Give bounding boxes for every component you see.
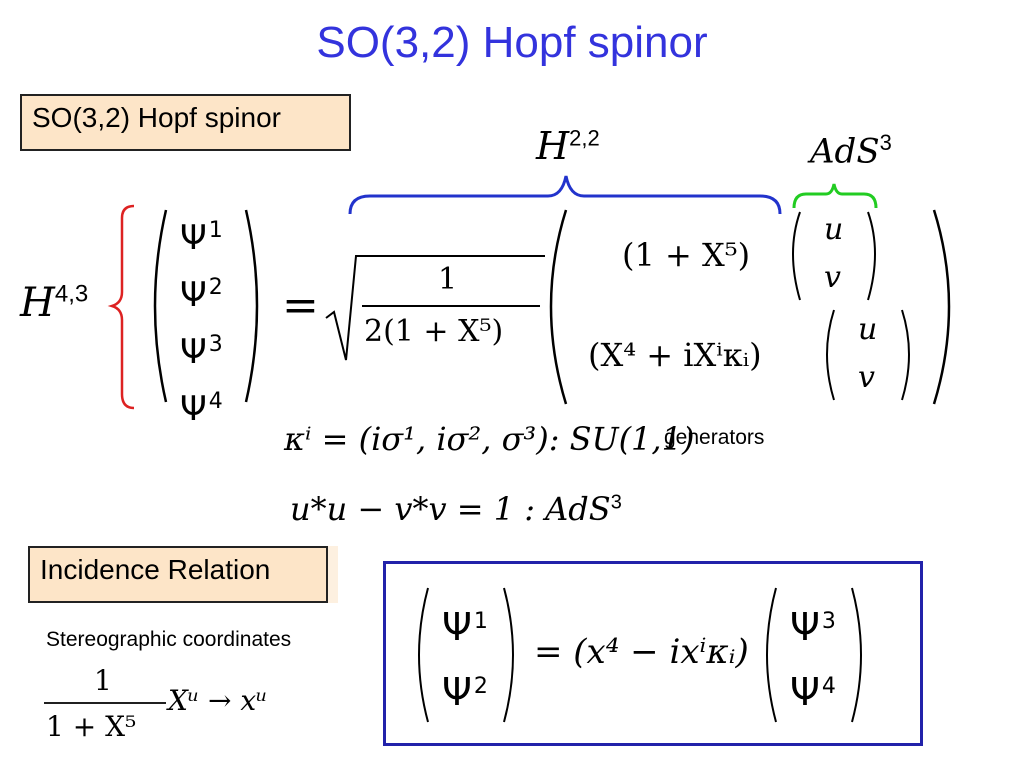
- psi-4: Ψ4: [180, 389, 223, 429]
- uv2-left-paren: [826, 309, 835, 401]
- inc-right-paren-a: [503, 587, 514, 723]
- big-left-paren: [549, 209, 568, 405]
- inc-psi-2: Ψ2: [442, 670, 488, 714]
- inc-psi-3: Ψ3: [790, 605, 836, 649]
- uv2-right-paren: [901, 309, 910, 401]
- inc-right-paren-b: [851, 587, 862, 723]
- lhs-space: H4,3: [20, 280, 89, 326]
- ads-formula: u*u − v*v = 1 : AdS3: [290, 490, 622, 528]
- psi-column: Ψ1 Ψ2 Ψ3 Ψ4: [180, 206, 223, 434]
- row1-coefficient: (1 + X⁵): [622, 236, 751, 274]
- brace-label-ads3: AdS3: [810, 130, 892, 172]
- inc-left-paren-a: [418, 587, 429, 723]
- slide-title: SO(3,2) Hopf spinor: [316, 18, 708, 67]
- incidence-label: Incidence Relation: [40, 554, 271, 585]
- kappa-formula: κⁱ = (iσ¹, iσ², σ³): SU(1,1): [284, 420, 695, 458]
- uv1-bottom: v: [824, 260, 841, 295]
- main-equals: =: [282, 280, 319, 331]
- incidence-left-column: Ψ1 Ψ2: [442, 592, 488, 722]
- red-curly-brace: [107, 204, 135, 410]
- frac-numerator: 1: [438, 262, 458, 297]
- inc-psi-1: Ψ1: [442, 605, 488, 649]
- generators-note: generators: [664, 426, 765, 449]
- green-horizontal-brace: [792, 183, 878, 209]
- incidence-equation-frame: [383, 561, 923, 746]
- stereo-mapping: Xᵘ → xᵘ: [168, 684, 268, 717]
- sqrt-sign: [325, 255, 545, 361]
- incidence-right-column: Ψ3 Ψ4: [790, 592, 836, 722]
- uv1-top: u: [824, 212, 844, 247]
- uv2-bottom: v: [858, 360, 875, 395]
- spinor-label: SO(3,2) Hopf spinor: [32, 102, 281, 133]
- uv1-left-paren: [792, 211, 801, 301]
- brace-label-h22: H2,2: [536, 124, 600, 168]
- big-right-paren: [932, 209, 951, 405]
- psi-2: Ψ2: [180, 275, 223, 315]
- stereo-numerator: 1: [94, 664, 112, 697]
- stereo-label: Stereographic coordinates: [46, 628, 292, 651]
- incidence-middle: = (x⁴ − ixⁱκᵢ): [534, 632, 749, 672]
- psi-left-paren: [153, 209, 168, 403]
- uv2-top: u: [858, 312, 878, 347]
- frac-denominator: 2(1 + X⁵): [364, 314, 504, 349]
- psi-1: Ψ1: [180, 218, 223, 258]
- stereo-denominator: 1 + X⁵: [46, 710, 137, 743]
- inc-psi-4: Ψ4: [790, 670, 836, 714]
- spinor-label-box: SO(3,2) Hopf spinor: [20, 94, 351, 151]
- psi-3: Ψ3: [180, 332, 223, 372]
- row2-coefficient: (X⁴ + iXⁱκᵢ): [588, 336, 762, 374]
- inc-left-paren-b: [766, 587, 777, 723]
- blue-horizontal-brace: [348, 175, 782, 215]
- incidence-label-box: Incidence Relation: [28, 546, 328, 603]
- uv1-right-paren: [867, 211, 876, 301]
- psi-right-paren: [244, 209, 259, 403]
